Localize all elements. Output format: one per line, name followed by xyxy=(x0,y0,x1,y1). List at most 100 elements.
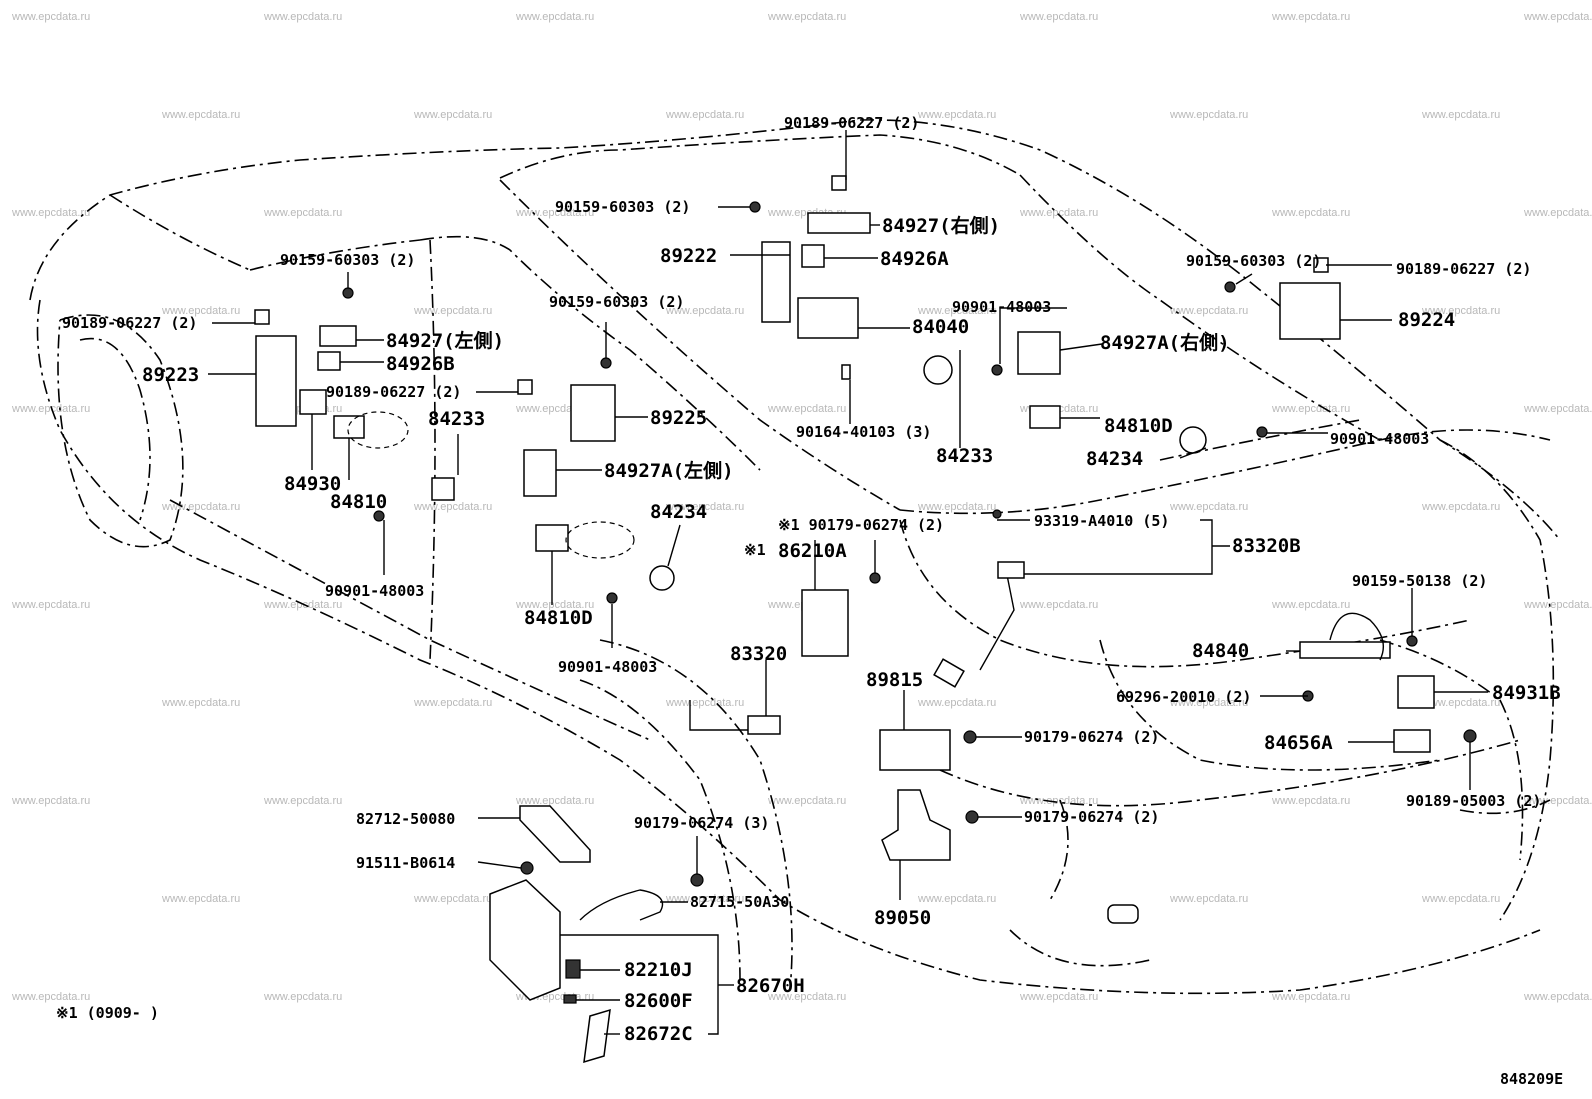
screw-90159-50138 xyxy=(1406,635,1418,647)
watermark-text: www.epcdata.ru xyxy=(413,697,492,709)
bracket-89222-shape xyxy=(761,241,791,323)
label-84234-right: 84234 xyxy=(1086,448,1143,470)
car-body-outline xyxy=(29,119,1561,995)
label-82210j: 82210J xyxy=(624,959,693,981)
ecu-89815-shape xyxy=(879,729,951,771)
label-90159-60303-left: 90159-60303 (2) xyxy=(280,251,415,269)
watermark-text: www.epcdata.ru xyxy=(161,697,240,709)
watermark-text: www.epcdata.ru xyxy=(1169,109,1248,121)
screw-90159-mid xyxy=(600,357,612,369)
watermark-text: www.epcdata.ru xyxy=(515,11,594,23)
watermark-text: www.epcdata.ru xyxy=(917,109,996,121)
label-84233-right: 84233 xyxy=(936,445,993,467)
label-82712-50080: 82712-50080 xyxy=(356,810,455,828)
label-84927-right: 84927(右側) xyxy=(882,214,1000,237)
label-90189-06227-mid: 90189-06227 (2) xyxy=(326,383,461,401)
watermark-text: www.epcdata.ru xyxy=(1523,991,1592,1003)
label-84233-left: 84233 xyxy=(428,408,485,430)
screw-90164-shape xyxy=(841,364,851,380)
label-84926a: 84926A xyxy=(880,248,949,270)
label-90159-60303-mid: 90159-60303 (2) xyxy=(549,293,684,311)
watermark-text: www.epcdata.ru xyxy=(1019,599,1098,611)
watermark-text: www.epcdata.ru xyxy=(1271,403,1350,415)
nut-90179-3 xyxy=(690,873,704,887)
watermark-text: www.epcdata.ru xyxy=(11,795,90,807)
label-90901-48003-bl: 90901-48003 xyxy=(558,658,657,676)
bolt-90901-right xyxy=(1256,426,1268,438)
watermark-text: www.epcdata.ru xyxy=(263,795,342,807)
handle-84840-shape xyxy=(1299,641,1391,659)
label-90901-48003-right: 90901-48003 xyxy=(1330,430,1429,448)
connector-84926a-shape xyxy=(801,244,825,268)
label-90901-48003-top: 90901-48003 xyxy=(952,298,1051,316)
cover-84656a-shape xyxy=(1393,729,1431,753)
sensor-83320b-pad xyxy=(933,658,965,688)
part-82600f-shape xyxy=(563,994,577,1004)
watermark-text: www.epcdata.ru xyxy=(263,207,342,219)
switch-84040-shape xyxy=(797,297,859,339)
label-84927a-left: 84927A(左側) xyxy=(604,459,734,482)
handle-84840-wire xyxy=(1329,612,1384,661)
watermark-text: www.epcdata.ru xyxy=(263,991,342,1003)
watermark-text: www.epcdata.ru xyxy=(1421,305,1500,317)
watermark-text: www.epcdata.ru xyxy=(1019,207,1098,219)
part-84930-shape xyxy=(299,389,327,415)
watermark-text: www.epcdata.ru xyxy=(917,893,996,905)
watermark-text: www.epcdata.ru xyxy=(1421,501,1500,513)
nut-90179-x1 xyxy=(869,572,881,584)
label-69296-20010: 69296-20010 (2) xyxy=(1116,688,1251,706)
label-84810d-left: 84810D xyxy=(524,607,593,629)
label-83320b: 83320B xyxy=(1232,535,1301,557)
bolt-91511 xyxy=(520,861,534,875)
watermark-layer: www.epcdata.ru www.epcdata.ru www.epcdata.… xyxy=(11,11,1592,1003)
watermark-text: www.epcdata.ru xyxy=(161,305,240,317)
label-84930: 84930 xyxy=(284,473,341,495)
switch-84927-right-shape xyxy=(807,212,871,234)
watermark-text: www.epcdata.ru xyxy=(413,109,492,121)
watermark-text: www.epcdata.ru xyxy=(413,501,492,513)
watermark-text: www.epcdata.ru xyxy=(161,501,240,513)
bracket-89050-shape xyxy=(881,789,951,861)
sensor-83320b-wire xyxy=(979,569,1015,671)
watermark-text: www.epcdata.ru xyxy=(515,795,594,807)
label-89225: 89225 xyxy=(650,407,707,429)
switch-84927a-right-shape xyxy=(1017,331,1061,375)
label-90189-06227-top: 90189-06227 (2) xyxy=(784,114,919,132)
actuator-86210a-shape xyxy=(801,589,849,657)
parts-layer xyxy=(254,175,1477,1064)
label-89224: 89224 xyxy=(1398,309,1455,331)
label-84840: 84840 xyxy=(1192,640,1249,662)
watermark-text: www.epcdata.ru xyxy=(1523,403,1592,415)
watermark-text: www.epcdata.ru xyxy=(515,599,594,611)
label-89222: 89222 xyxy=(660,245,717,267)
watermark-text: www.epcdata.ru xyxy=(11,599,90,611)
watermark-text: www.epcdata.ru xyxy=(1421,697,1500,709)
label-90179-06274-a: 90179-06274 (2) xyxy=(1024,728,1159,746)
ecu-89225-shape xyxy=(570,384,616,442)
rear-emblem-outline xyxy=(1107,904,1139,924)
label-90164-40103: 90164-40103 (3) xyxy=(796,423,931,441)
watermark-text: www.epcdata.ru xyxy=(1523,599,1592,611)
switch-84927-left-shape xyxy=(319,325,357,347)
switch-84927a-left-shape xyxy=(523,449,557,497)
screw-90159-right xyxy=(1224,281,1236,293)
label-84040: 84040 xyxy=(912,316,969,338)
watermark-text: www.epcdata.ru xyxy=(917,697,996,709)
label-84656a: 84656A xyxy=(1264,732,1333,754)
part-84810d-right-shape xyxy=(1029,405,1061,429)
label-84810d-right: 84810D xyxy=(1104,415,1173,437)
clip-90189-left xyxy=(254,309,270,325)
watermark-text: www.epcdata.ru xyxy=(767,11,846,23)
watermark-text: www.epcdata.ru xyxy=(665,305,744,317)
watermark-text: www.epcdata.ru xyxy=(515,207,594,219)
watermark-text: www.epcdata.ru xyxy=(1271,795,1350,807)
label-91511-b0614: 91511-B0614 xyxy=(356,854,455,872)
label-90189-06227-left: 90189-06227 (2) xyxy=(62,314,197,332)
sensor-83320-wire xyxy=(689,700,750,731)
watermark-text: www.epcdata.ru xyxy=(1271,11,1350,23)
clip-90189-mid xyxy=(517,379,533,395)
cylinder-84233-left-shape xyxy=(431,477,455,501)
part-82210j-shape xyxy=(565,959,581,979)
nut-90179-b xyxy=(965,810,979,824)
